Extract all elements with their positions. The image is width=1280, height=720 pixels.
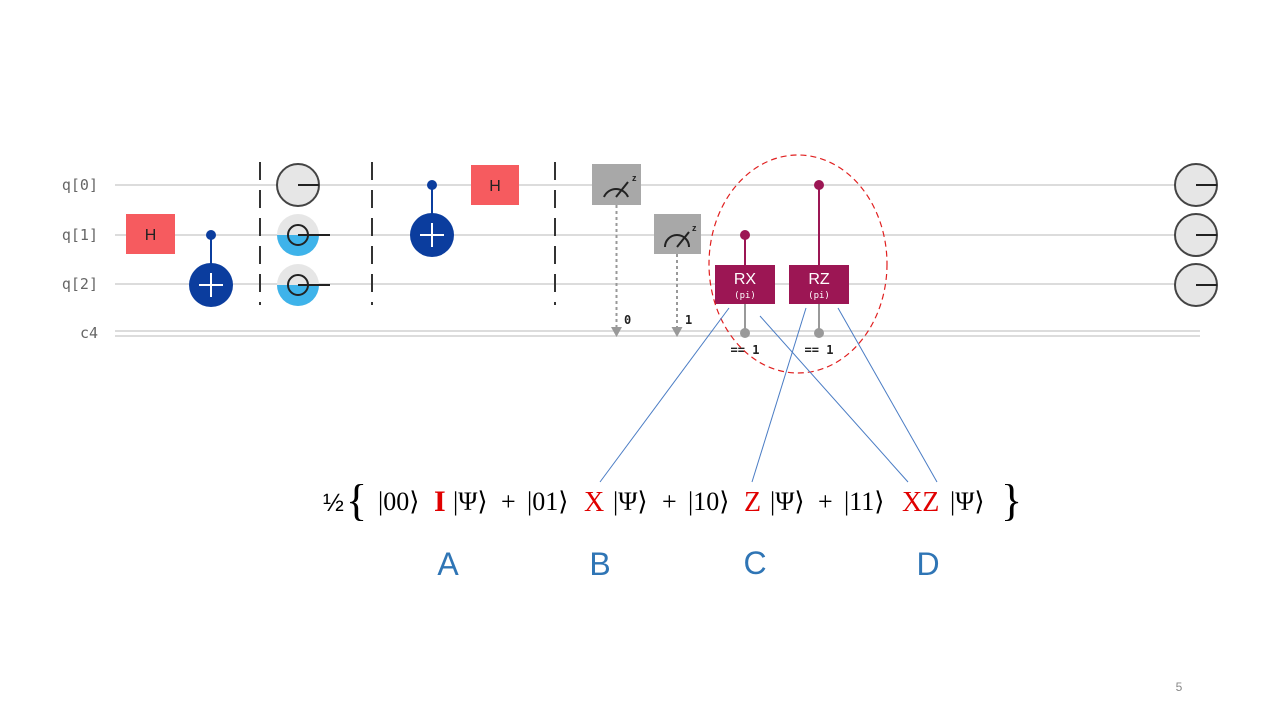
measure-bit-1: 1 (685, 313, 692, 327)
ket-00: |00⟩ (378, 487, 419, 516)
page-number: 5 (1176, 680, 1183, 694)
state-display-q2 (277, 264, 330, 306)
h-gate-label: H (489, 178, 501, 195)
connector-rz-to-z (751, 307, 807, 483)
cnot-control-dot (206, 230, 216, 240)
state-psi-3: |Ψ⟩ (770, 487, 805, 516)
left-brace: { (346, 476, 367, 525)
measure-q1: z 1 (654, 214, 701, 337)
connector-lines (599, 307, 938, 483)
label-c: C (743, 545, 766, 581)
highlight-ellipse (708, 154, 888, 374)
connector-rx-to-xz (759, 315, 909, 483)
quantum-circuit: q[0] q[1] q[2] c4 H (62, 162, 1218, 357)
ket-01: |01⟩ (527, 487, 568, 516)
rx-condition-label: == 1 (731, 343, 760, 357)
cnot-q0-q1 (410, 180, 454, 257)
plus-1: + (501, 487, 516, 516)
qubit-label-q1: q[1] (62, 226, 98, 244)
state-display-q0 (276, 163, 320, 207)
rz-gate-label: RZ (808, 271, 830, 288)
controlled-rz-gate: RZ (pi) == 1 (789, 180, 849, 357)
final-display-q0 (1174, 163, 1218, 207)
final-display-q2 (1174, 263, 1218, 307)
measure-basis-label: z (632, 173, 637, 183)
qubit-label-q2: q[2] (62, 275, 98, 293)
rz-condition-label: == 1 (805, 343, 834, 357)
final-display-q1 (1174, 213, 1218, 257)
connector-rx-to-x (599, 307, 730, 483)
option-labels: A B C D (437, 545, 939, 582)
plus-3: + (818, 487, 833, 516)
rz-control-dot (814, 180, 824, 190)
ket-10: |10⟩ (688, 487, 729, 516)
h-gate-q0: H (471, 165, 519, 205)
connector-rz-to-xz (837, 307, 938, 483)
measure-basis-label: z (692, 223, 697, 233)
state-display-q1 (277, 214, 330, 256)
state-psi-1: |Ψ⟩ (453, 487, 488, 516)
classical-register-label: c4 (80, 324, 98, 342)
rz-gate-param: (pi) (808, 291, 830, 301)
rx-gate-label: RX (734, 271, 757, 288)
plus-2: + (662, 487, 677, 516)
cnot-q1-q2 (189, 230, 233, 307)
right-brace: } (1001, 476, 1022, 525)
rz-condition-dot (814, 328, 824, 338)
rx-control-dot (740, 230, 750, 240)
measure-bit-0: 0 (624, 313, 631, 327)
label-d: D (916, 546, 939, 582)
ket-11: |11⟩ (844, 487, 884, 516)
teleportation-equation: ½ { |00⟩ I |Ψ⟩ + |01⟩ X |Ψ⟩ + |10⟩ Z |Ψ⟩… (323, 476, 1022, 525)
qubit-label-q0: q[0] (62, 176, 98, 194)
operator-xz: XZ (902, 487, 939, 518)
label-a: A (437, 546, 459, 582)
label-b: B (589, 546, 610, 582)
h-gate-q1: H (126, 214, 175, 254)
cnot-control-dot (427, 180, 437, 190)
rx-gate-param: (pi) (734, 291, 756, 301)
measure-q0: z 0 (592, 164, 641, 337)
equation-half: ½ (323, 489, 344, 517)
state-psi-2: |Ψ⟩ (613, 487, 648, 516)
h-gate-label: H (145, 227, 157, 244)
controlled-rx-gate: RX (pi) == 1 (715, 230, 775, 357)
operator-i: I (434, 485, 446, 518)
state-psi-4: |Ψ⟩ (950, 487, 985, 516)
operator-x: X (584, 487, 604, 518)
rx-condition-dot (740, 328, 750, 338)
operator-z: Z (744, 487, 761, 518)
